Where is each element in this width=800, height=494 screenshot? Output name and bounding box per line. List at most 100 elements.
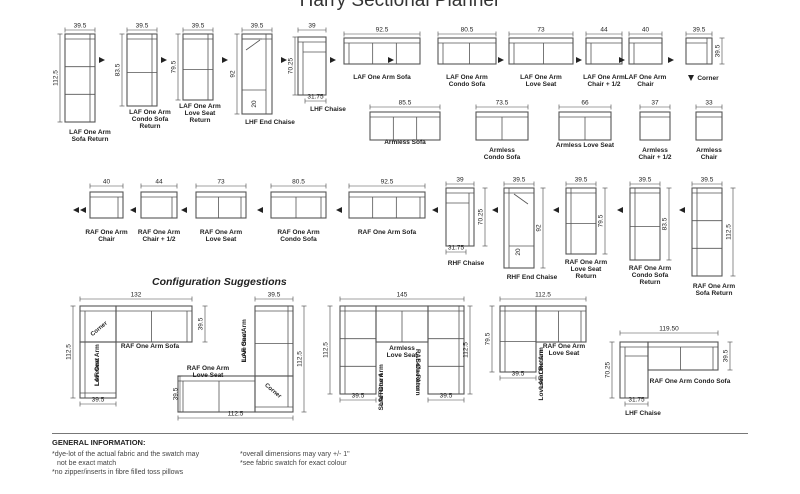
outline [629, 187, 661, 261]
outline [115, 305, 193, 343]
label: LAF One Arm [241, 319, 248, 361]
dimension-label: 83.5 [662, 217, 669, 230]
label: Condo Sofa [132, 116, 169, 123]
dimension-label: 80.5 [461, 27, 474, 34]
outline [535, 305, 587, 343]
outline [628, 37, 663, 65]
outline [79, 341, 117, 399]
dimension-label: 39.5 [136, 23, 149, 30]
label: RAF One Arm [565, 259, 608, 266]
outline [339, 305, 377, 395]
arrow-icon [336, 207, 342, 213]
outline [140, 191, 178, 219]
label: Sofa Return [414, 359, 421, 396]
label: Corner [263, 383, 282, 401]
outline [508, 37, 574, 65]
label: RAF One Arm [414, 349, 421, 392]
label: RAF One Arm [277, 229, 320, 236]
label: Armless Love Seat [556, 142, 615, 149]
label: LAF One Arm [94, 344, 101, 386]
label: Return [190, 117, 211, 124]
dimension-label: 31.75 [448, 245, 465, 252]
arrow-icon [688, 75, 694, 81]
outline [685, 37, 713, 65]
arrow-icon [161, 57, 167, 63]
outline [254, 305, 294, 377]
label: LAF One Arm [378, 364, 385, 406]
dimension-label: 39.5 [92, 397, 105, 404]
dimension-label: 39.5 [251, 23, 264, 30]
label: Armless [389, 345, 415, 352]
outline [639, 111, 671, 141]
arrow-icon [668, 57, 674, 63]
label: RAF One Arm Sofa [121, 343, 180, 350]
label: RAF One Arm [200, 229, 243, 236]
label: Chair [701, 154, 718, 161]
outline [647, 341, 719, 371]
label: LHF End Chaise [245, 119, 295, 126]
dimension-label: 39.5 [192, 23, 205, 30]
label: Chair + 1/2 [638, 154, 671, 161]
arrow-icon [576, 57, 582, 63]
label: LAF One Arm [625, 74, 667, 81]
outline [695, 111, 723, 141]
arrow-icon [498, 57, 504, 63]
arrow-icon [99, 57, 105, 63]
label: LAF One Arm [129, 109, 171, 116]
dimension-label: 40 [642, 27, 650, 34]
dimension-label: 112.5 [66, 344, 73, 360]
dimension-label: 39 [308, 23, 316, 30]
label: RAF One Arm [187, 365, 230, 372]
label: Sofa Return [72, 136, 109, 143]
dimension-label: 73 [217, 179, 225, 186]
dimension-label: 70.25 [478, 208, 485, 225]
dimension-label: 112.5 [323, 342, 330, 358]
label: Loveseat [94, 357, 101, 386]
dimension-label: 145 [397, 292, 408, 299]
label: RAF One Arm [543, 343, 586, 350]
outline [503, 187, 535, 269]
label: Condo Sofa [632, 272, 669, 279]
label: Armless Sofa [384, 139, 426, 146]
arrow-icon [222, 57, 228, 63]
label: LAF One Arm [520, 74, 562, 81]
label: RAF One Arm Condo Sofa [650, 378, 731, 385]
dimension-label: 79.5 [171, 60, 178, 73]
label: Love Seat [387, 352, 419, 359]
general-heading: GENERAL INFORMATION: [52, 438, 146, 447]
dimension-label: 39 [456, 177, 464, 184]
label: RAF One Arm [85, 229, 128, 236]
dimension-label: 66 [581, 100, 589, 107]
label: LAF One Arm [69, 129, 111, 136]
label: LAF One Arm [583, 74, 625, 81]
label: LAF One Arm [538, 347, 545, 389]
dimension-label: 112.5 [297, 351, 304, 367]
label: Condo Sofa [449, 81, 486, 88]
label: Armless [489, 147, 515, 154]
label: Chair + 1/2 [142, 236, 175, 243]
dimension-label: 44 [600, 27, 608, 34]
dimension-label: 20 [251, 100, 258, 108]
dimension-label: 79.5 [598, 214, 605, 227]
label: Sofa Return [378, 374, 385, 411]
label: Love Seat [241, 331, 248, 363]
arrow-icon [492, 207, 498, 213]
label: Return [640, 279, 661, 286]
dimension-label: 33 [705, 100, 713, 107]
dimension-label: 31.75 [628, 397, 645, 404]
general-note: *no zipper/inserts in fibre filled toss … [52, 469, 184, 476]
